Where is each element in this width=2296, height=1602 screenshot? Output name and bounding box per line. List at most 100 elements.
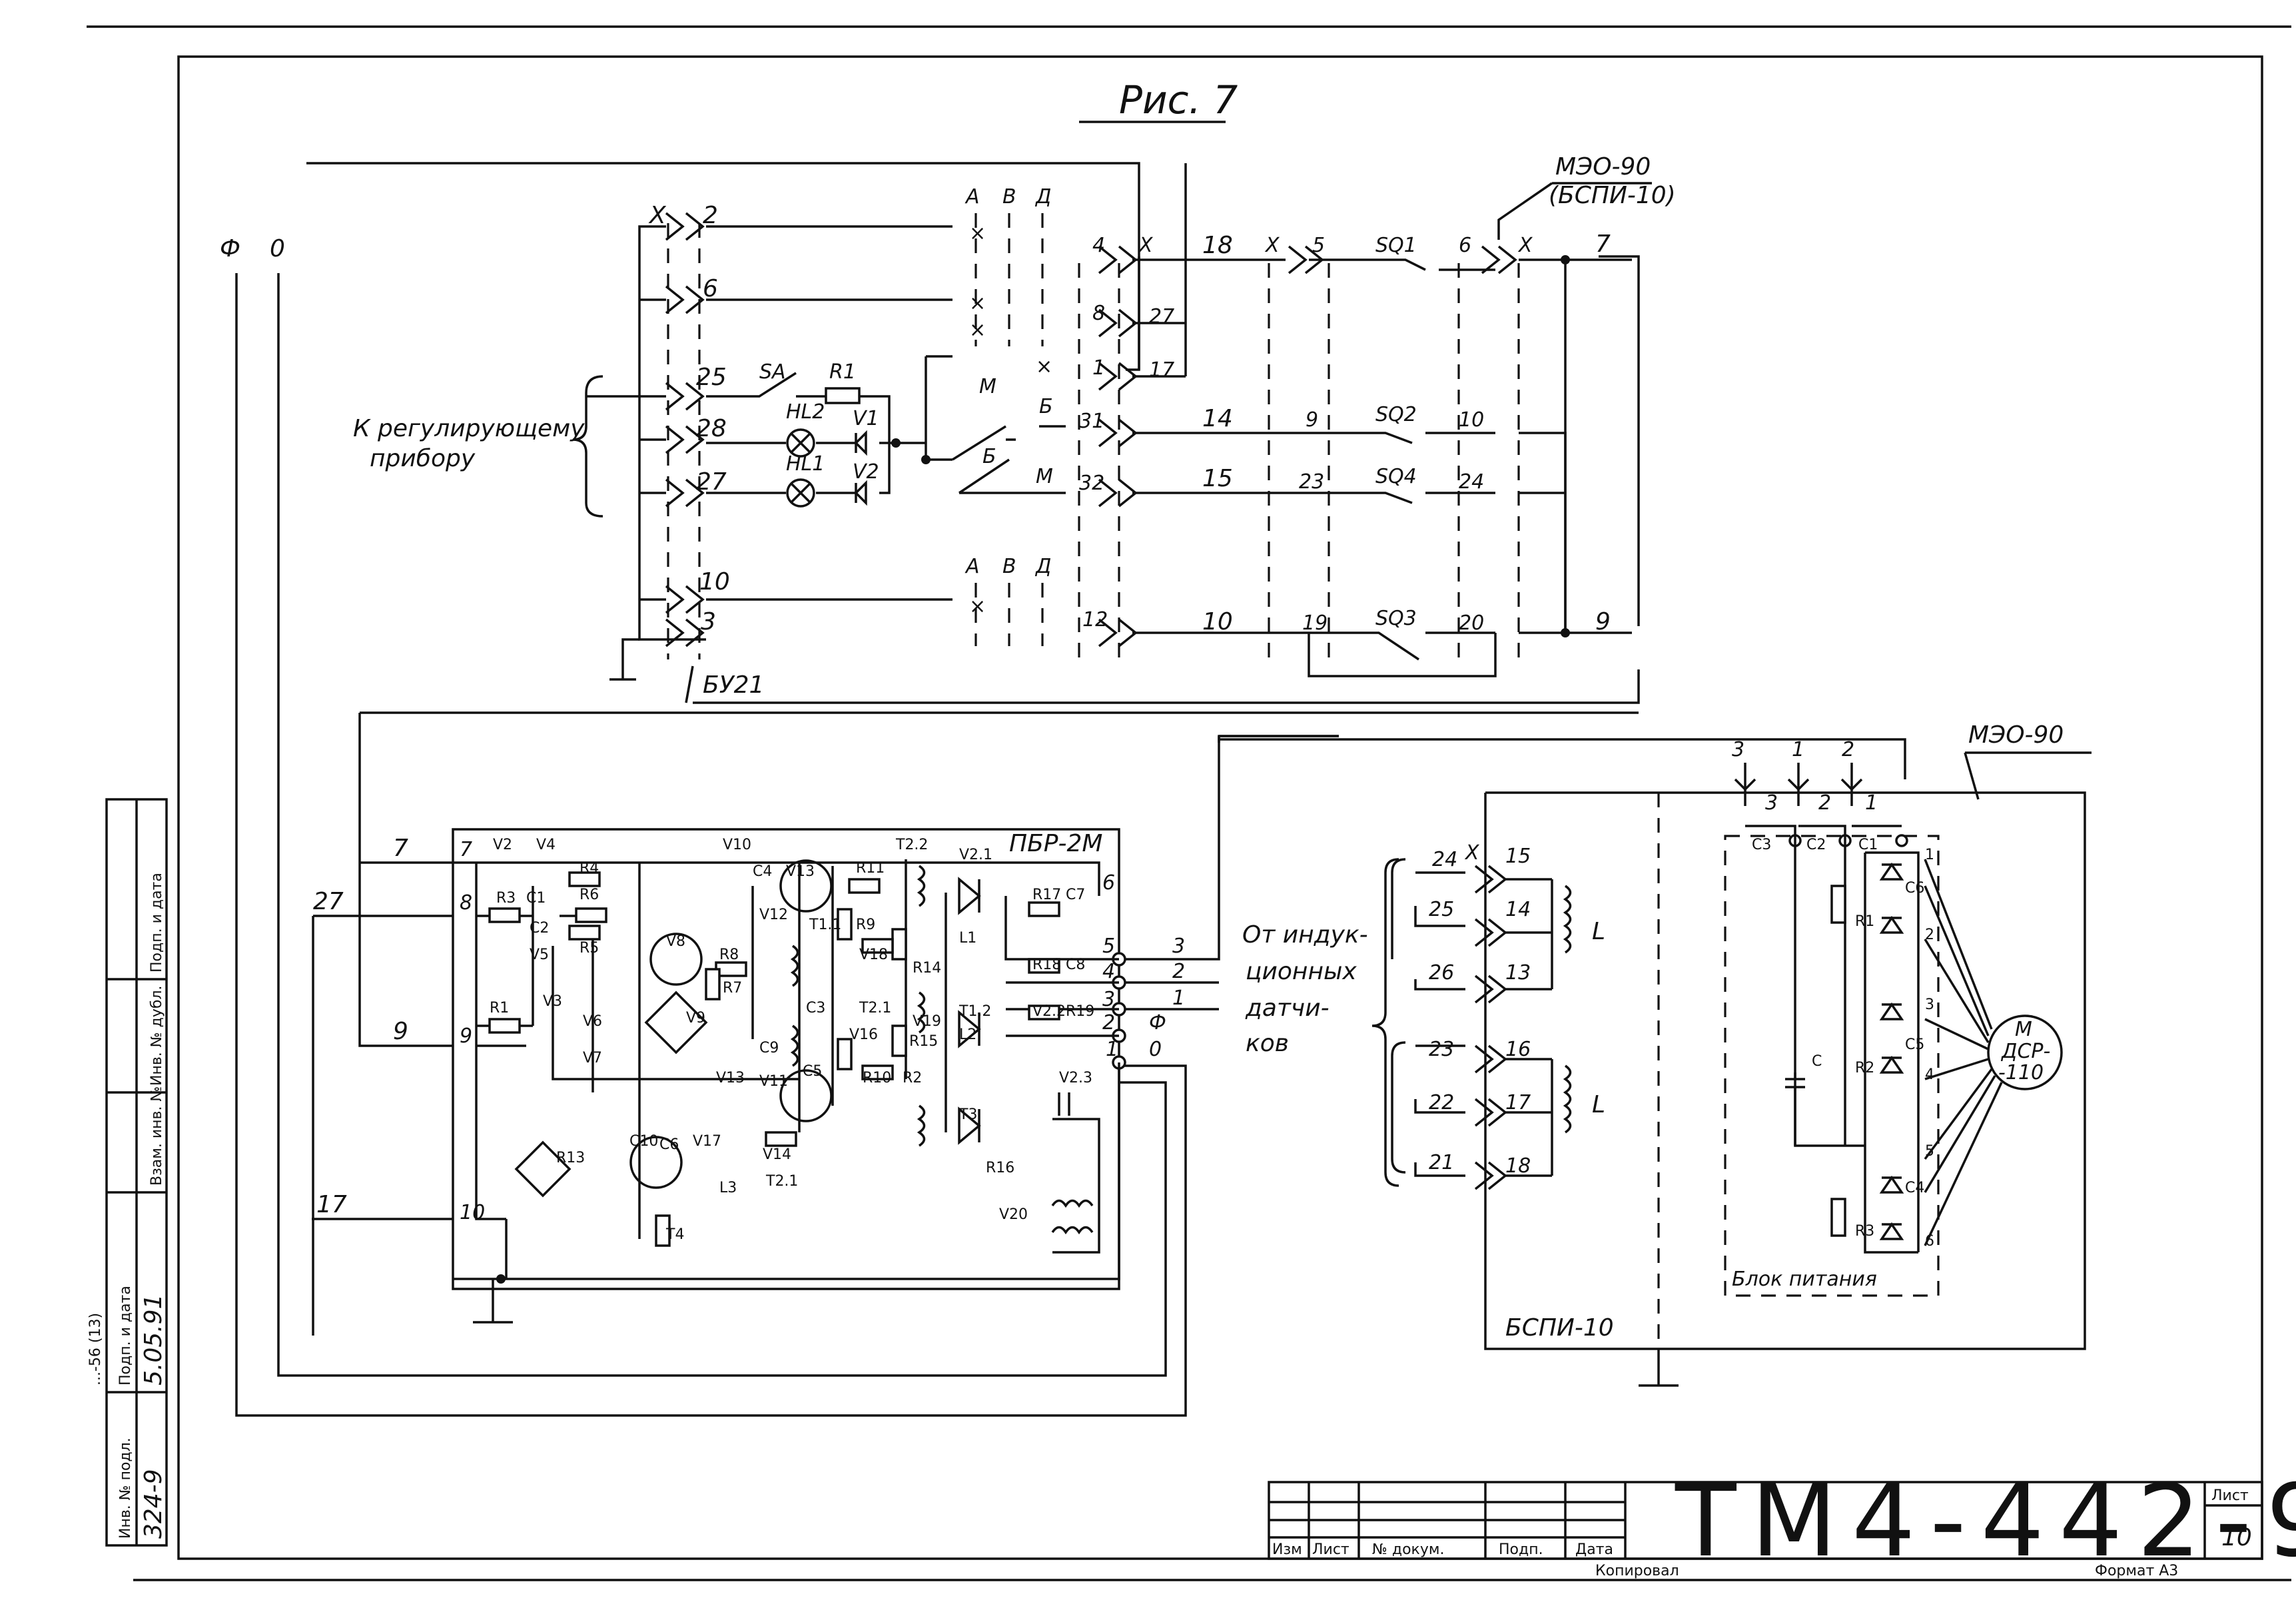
svg-text:C4: C4 (753, 863, 772, 880)
svg-text:1: 1 (1925, 847, 1934, 863)
bspi-top-label: (БСПИ-10) (1549, 182, 1676, 209)
svg-text:R5: R5 (579, 940, 599, 957)
pbr-resistors (488, 871, 1060, 1247)
svg-text:15: 15 (1505, 845, 1531, 868)
meo-term-23: 23 (1299, 470, 1324, 494)
svg-text:17: 17 (1505, 1091, 1531, 1114)
left-wire-17: 17 (316, 1191, 347, 1218)
svg-text:×: × (969, 318, 986, 342)
pbr-t1: 1 (1106, 1038, 1118, 1061)
motor-label-2: ДСР- (2000, 1040, 2050, 1063)
sensors-label-3: датчи- (1245, 995, 1330, 1022)
svg-text:16: 16 (1505, 1038, 1531, 1061)
svg-text:L2: L2 (959, 1026, 976, 1043)
term-3: 3 (701, 608, 716, 635)
sensor-terminals: 24 X 25 26 23 22 21 15 14 13 16 17 18 L … (1414, 841, 1605, 1190)
term-6: 6 (703, 275, 718, 302)
svg-text:2: 2 (1925, 927, 1934, 943)
sensors-brace (1371, 858, 1399, 1187)
side-stamp (105, 798, 168, 1547)
pbr-thyristors (958, 877, 981, 1145)
wire-15: 15 (1202, 465, 1233, 492)
term-27: 27 (696, 468, 727, 496)
side-vzam: Взам. инв. № (149, 1086, 165, 1186)
hl2-label: HL2 (786, 400, 825, 424)
pos-b-top: В (1002, 185, 1016, 208)
svg-text:С: С (1812, 1053, 1822, 1070)
col-sign: Подп. (1499, 1541, 1543, 1558)
svg-text:С5: С5 (1905, 1036, 1924, 1053)
svg-text:21: 21 (1429, 1151, 1454, 1174)
meo-top-label: МЭО-90 (1555, 153, 1651, 181)
v2-diode (854, 480, 867, 506)
pbr-out-2: 2 (1172, 960, 1185, 983)
wire-18: 18 (1202, 232, 1233, 259)
regulator-label-2: прибору (370, 445, 476, 472)
svg-text:V14: V14 (763, 1146, 791, 1163)
sensors-label-2: ционных (1246, 958, 1357, 985)
term-8: 8 (1092, 302, 1105, 325)
svg-text:24: 24 (1432, 848, 1457, 871)
top-bottom-bus (693, 669, 1640, 704)
sq1-label: SQ1 (1375, 234, 1417, 257)
svg-text:1: 1 (1865, 791, 1878, 815)
term-28: 28 (696, 415, 727, 442)
hl2-lamp (786, 428, 815, 458)
svg-text:T2.1: T2.1 (765, 1173, 798, 1190)
svg-text:V2.2: V2.2 (1032, 1003, 1066, 1020)
side-sign-date: Подп. и дата (117, 1286, 134, 1386)
title-block (1268, 1481, 2263, 1560)
col-doc: № докум. (1372, 1541, 1444, 1558)
col-date: Дата (1575, 1541, 1613, 1558)
pos-b-bottom: В (1002, 555, 1016, 578)
switch-b: Б (982, 445, 996, 468)
pos-d-top: Д (1034, 185, 1051, 208)
pos-a-top: А (964, 185, 980, 208)
svg-text:×: × (969, 595, 986, 618)
r1-top (825, 387, 861, 404)
svg-text:R11: R11 (856, 860, 885, 877)
meo-term-24: 24 (1459, 470, 1484, 494)
svg-text:C3: C3 (806, 1000, 825, 1016)
svg-text:T1.1: T1.1 (809, 917, 841, 933)
svg-text:V19: V19 (913, 1013, 941, 1030)
svg-text:2: 2 (1842, 738, 1854, 761)
switch-m2: М (1036, 465, 1053, 488)
svg-text:13: 13 (1505, 961, 1531, 985)
svg-text:V2: V2 (493, 837, 512, 853)
sensors-label-4: ков (1246, 1030, 1289, 1057)
v1-diode (854, 430, 867, 456)
svg-text:R6: R6 (579, 887, 599, 903)
side-sign-date-value: 5.05.91 (140, 1294, 167, 1386)
svg-text:T1.2: T1.2 (958, 1003, 991, 1020)
svg-text:R16: R16 (986, 1160, 1014, 1176)
pbr-label: ПБР-2М (1009, 830, 1102, 857)
svg-text:R3: R3 (1855, 1223, 1874, 1240)
left-wire-9: 9 (393, 1018, 408, 1045)
svg-text:V8: V8 (666, 933, 685, 950)
term-31: 31 (1079, 410, 1104, 433)
power-block (1724, 835, 1940, 1297)
term-1: 1 (1092, 356, 1105, 380)
svg-text:V17: V17 (693, 1133, 721, 1150)
svg-text:C10: C10 (629, 1133, 658, 1150)
term-12: 12 (1082, 608, 1108, 631)
term-27-mid: 27 (1149, 305, 1174, 328)
term-10: 10 (699, 568, 730, 596)
side-inv-value: 324-9 (140, 1469, 167, 1539)
svg-text:L: L (1592, 1091, 1605, 1118)
motor-symbol (1987, 1014, 2063, 1090)
pbr-t7: 7 (460, 838, 472, 861)
sa-label: SA (759, 360, 786, 384)
svg-text:V9: V9 (686, 1010, 705, 1026)
svg-text:С2: С2 (1806, 837, 1826, 853)
svg-text:R14: R14 (913, 960, 941, 977)
meo-top-terminals (1288, 245, 1517, 274)
svg-text:R7: R7 (723, 980, 742, 997)
by21-label: БУ21 (703, 671, 764, 699)
meo-term-6: 6 (1459, 234, 1471, 257)
svg-text:V18: V18 (859, 947, 888, 963)
term-x-mid: X (1138, 234, 1154, 257)
svg-text:L3: L3 (719, 1180, 737, 1196)
